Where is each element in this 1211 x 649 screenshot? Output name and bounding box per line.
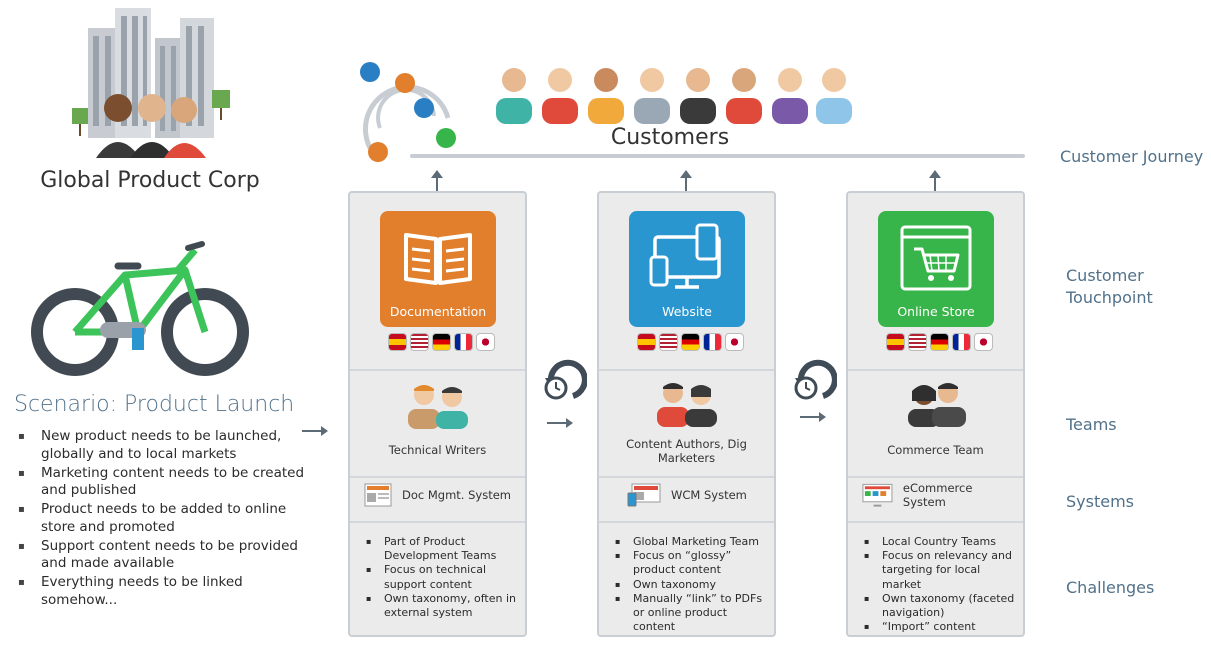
scenario-bullets: New product needs to be launched, global…	[18, 428, 308, 611]
list-item: Manually “link” to PDFs or online produc…	[611, 592, 768, 635]
company-name: Global Product Corp	[40, 168, 260, 193]
people-icon	[408, 385, 468, 429]
system-row: eCommerce System	[862, 481, 1015, 509]
list-item: Everything needs to be linked somehow...	[18, 574, 308, 609]
divider	[599, 521, 774, 523]
system-label: WCM System	[671, 488, 747, 502]
arrow-right-icon	[547, 418, 573, 428]
column-documentation: Documentation Technical Writers Doc Mgmt…	[348, 191, 527, 637]
monitor-icon	[862, 483, 893, 507]
book-icon	[404, 233, 472, 285]
flag-icon	[410, 333, 429, 351]
flag-icon	[952, 333, 971, 351]
divider	[350, 369, 525, 371]
document-icon	[364, 483, 392, 507]
divider	[599, 476, 774, 478]
list-item: New product needs to be launched, global…	[18, 428, 308, 463]
list-item: Focus on “glossy” product content	[611, 549, 768, 577]
system-label: eCommerce System	[902, 481, 973, 509]
divider	[599, 369, 774, 371]
system-row: WCM System	[627, 481, 766, 509]
flag-icon	[454, 333, 473, 351]
language-flags	[886, 333, 993, 353]
row-label-touchpoint: Customer Touchpoint	[1066, 266, 1153, 307]
arrow-right-icon	[800, 412, 826, 422]
flag-icon	[908, 333, 927, 351]
people-icon	[657, 383, 717, 427]
team-label: Technical Writers	[388, 443, 487, 457]
language-flags	[637, 333, 744, 353]
flag-icon	[681, 333, 700, 351]
team-label: Commerce Team	[887, 443, 984, 457]
list-item: Global Marketing Team	[611, 535, 768, 549]
list-item: “Import” content	[860, 620, 1017, 634]
flag-icon	[637, 333, 656, 351]
divider	[848, 476, 1023, 478]
row-label-systems: Systems	[1066, 492, 1134, 511]
building-icon	[88, 8, 214, 138]
list-item: Support content needs to be provided and…	[18, 538, 308, 573]
flag-icon	[432, 333, 451, 351]
list-item: Focus on technical support content	[362, 563, 519, 591]
flag-icon	[703, 333, 722, 351]
touchpoint-label: Website	[662, 304, 712, 319]
flag-icon	[725, 333, 744, 351]
flag-icon	[388, 333, 407, 351]
divider	[848, 369, 1023, 371]
customer-avatars	[496, 68, 852, 124]
column-online-store: Online Store Commerce Team eCommerce Sys…	[846, 191, 1025, 637]
list-item: Local Country Teams	[860, 535, 1017, 549]
row-label-challenges: Challenges	[1066, 578, 1155, 597]
challenges-list: Part of Product Development Teams Focus …	[362, 535, 519, 620]
tree-icon	[72, 90, 230, 136]
column-website: Website Content Authors, Dig Marketers W…	[597, 191, 776, 637]
divider	[350, 521, 525, 523]
people-icon	[496, 68, 852, 124]
touchpoint-label: Documentation	[389, 304, 487, 319]
challenges-list: Global Marketing Team Focus on “glossy” …	[611, 535, 768, 634]
list-item: Own taxonomy	[611, 578, 768, 592]
scenario-title: Scenario: Product Launch	[14, 392, 295, 417]
flag-icon	[974, 333, 993, 351]
flag-icon	[886, 333, 905, 351]
touchpoint-online-store[interactable]: Online Store	[878, 211, 994, 327]
arrow-up-icon	[680, 170, 692, 198]
list-item: Focus on relevancy and targeting for loc…	[860, 549, 1017, 592]
touchpoint-label: Online Store	[897, 304, 975, 319]
shopping-cart-icon	[900, 225, 972, 291]
devices-icon	[649, 223, 721, 289]
list-item: Part of Product Development Teams	[362, 535, 519, 563]
touchpoint-website[interactable]: Website	[629, 211, 745, 327]
list-item: Product needs to be added to online stor…	[18, 501, 308, 536]
arrow-right-icon	[302, 426, 328, 436]
language-flags	[388, 333, 495, 353]
monitor-icon	[627, 483, 661, 507]
flag-icon	[659, 333, 678, 351]
clock-refresh-icon	[544, 359, 587, 400]
list-item: Marketing content needs to be created an…	[18, 465, 308, 500]
bicycle-icon	[31, 241, 249, 376]
system-row: Doc Mgmt. System	[364, 481, 517, 509]
company-illustration	[72, 8, 230, 158]
list-item: Own taxonomy, often in external system	[362, 592, 519, 620]
arrow-up-icon	[929, 170, 941, 198]
row-label-teams: Teams	[1066, 415, 1117, 434]
list-item: Own taxonomy (faceted navigation)	[860, 592, 1017, 620]
system-label: Doc Mgmt. System	[402, 488, 511, 502]
touchpoint-documentation[interactable]: Documentation	[380, 211, 496, 327]
people-icon	[908, 383, 966, 427]
challenges-list: Local Country Teams Focus on relevancy a…	[860, 535, 1017, 635]
arrow-up-icon	[431, 170, 443, 198]
clock-refresh-icon	[794, 359, 837, 400]
row-label-journey: Customer Journey	[1060, 147, 1204, 166]
divider	[350, 476, 525, 478]
divider	[848, 521, 1023, 523]
customer-journey-line	[410, 154, 1025, 158]
customers-label: Customers	[610, 125, 730, 150]
people-icon	[96, 94, 206, 158]
team-label: Content Authors, Dig Marketers	[626, 437, 747, 465]
flag-icon	[476, 333, 495, 351]
flag-icon	[930, 333, 949, 351]
cycle-dots-icon	[360, 62, 456, 162]
